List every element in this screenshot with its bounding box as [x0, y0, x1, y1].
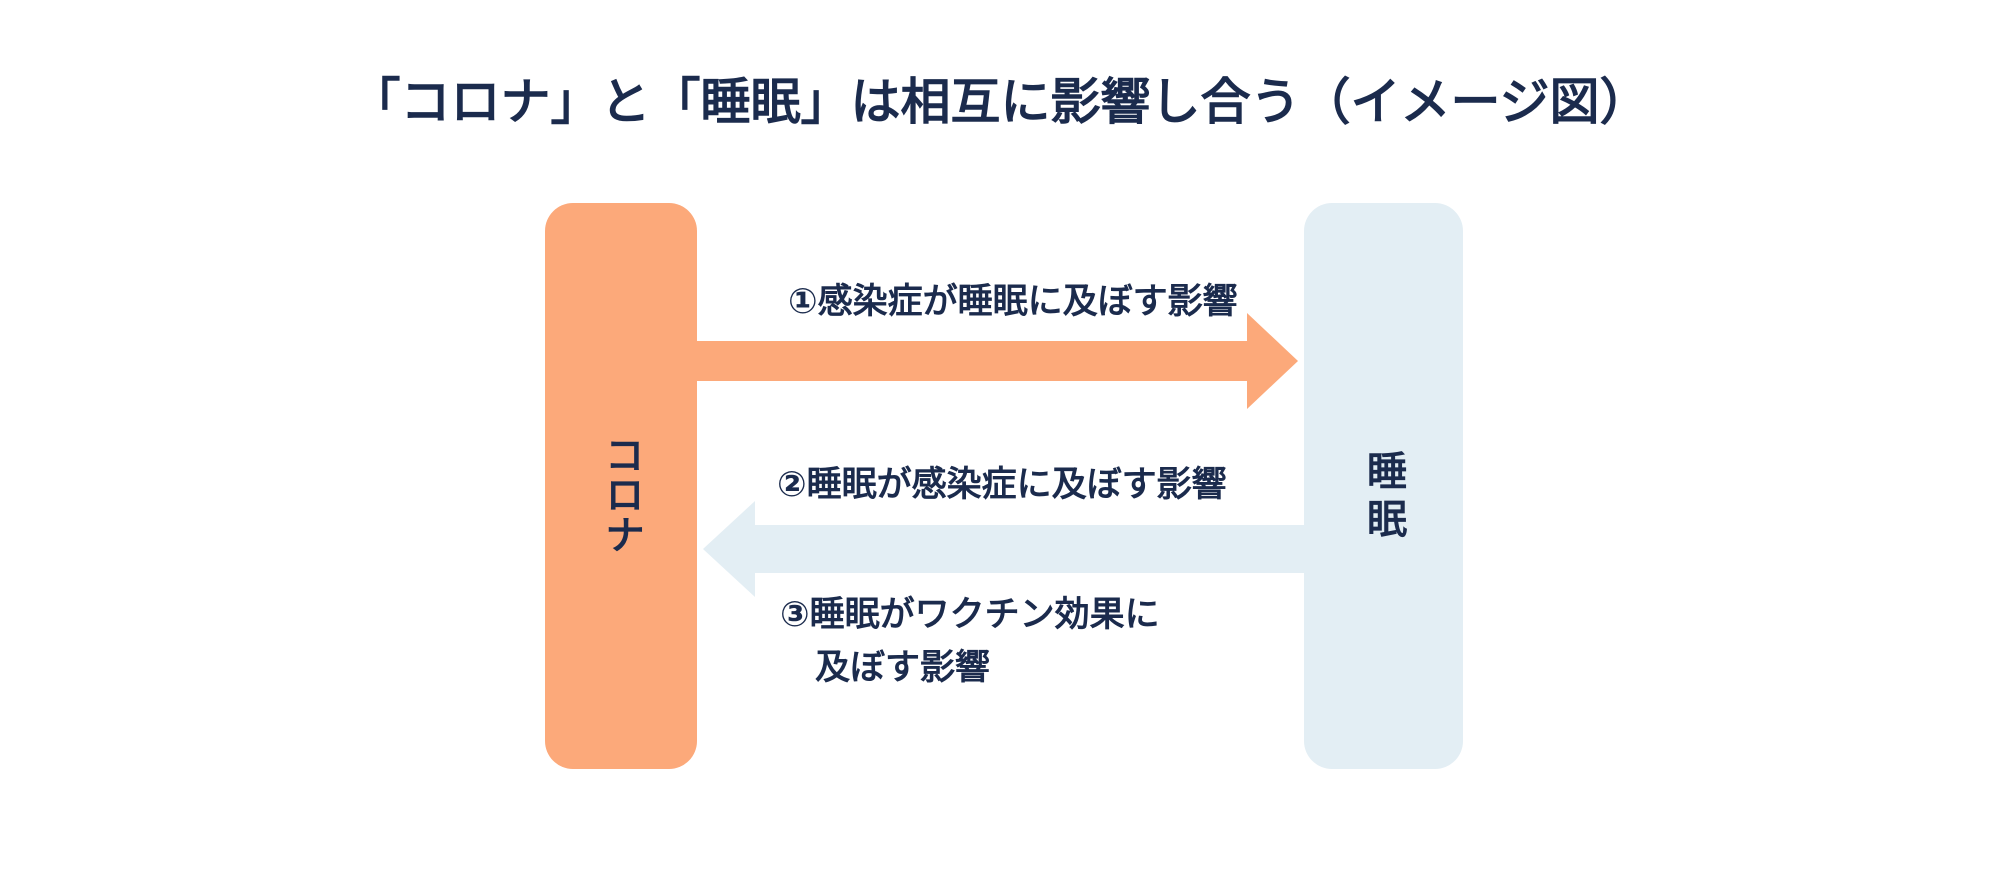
sleep-to-corona-arrow-head-icon — [703, 501, 755, 597]
label-sleep-affects-vaccine-line2: 及ぼす影響 — [815, 648, 991, 687]
corona-to-sleep-arrow-shaft — [697, 341, 1247, 381]
label-sleep-affects-infection: ②睡眠が感染症に及ぼす影響 — [777, 465, 1227, 504]
corona-to-sleep-arrow-head-icon — [1247, 313, 1298, 409]
sleep-node-label: 睡眠 — [1361, 450, 1405, 546]
corona-node-box — [545, 203, 697, 769]
label-sleep-affects-vaccine-line1: ③睡眠がワクチン効果に — [780, 595, 1160, 634]
label-sleep-affects-vaccine: ③睡眠がワクチン効果に 及ぼす影響 — [780, 588, 1160, 694]
corona-node-label: コロナ — [599, 434, 643, 554]
page-title: 「コロナ」と「睡眠」は相互に影響し合う（イメージ図） — [350, 74, 1650, 130]
sleep-node-box — [1304, 203, 1463, 769]
label-infection-affects-sleep: ①感染症が睡眠に及ぼす影響 — [788, 282, 1238, 321]
sleep-to-corona-arrow-shaft — [755, 525, 1304, 573]
